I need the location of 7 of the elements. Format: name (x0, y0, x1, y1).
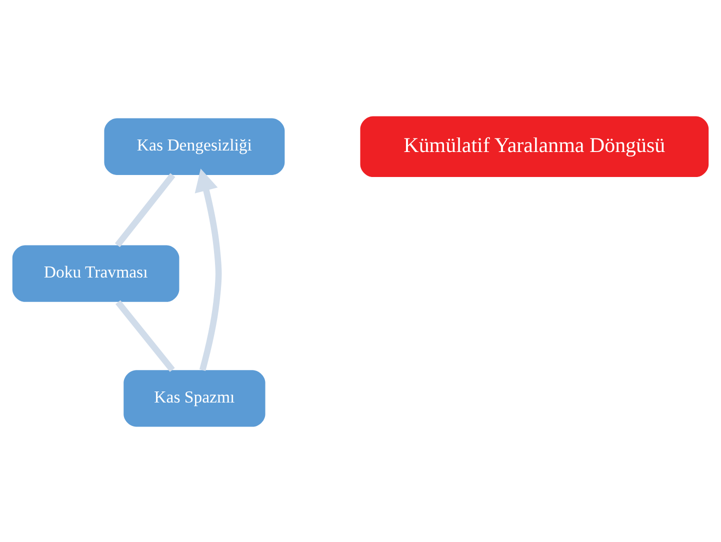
node-box: Kas Dengesizliği (104, 118, 285, 174)
connector (114, 172, 176, 247)
node-box: Doku Travması (12, 244, 180, 302)
node-box: Kümülatif Yaralanma Döngüsü (360, 116, 709, 177)
connector (116, 300, 175, 372)
node-box: Kas Spazmı (124, 370, 266, 426)
arrow (194, 168, 222, 370)
